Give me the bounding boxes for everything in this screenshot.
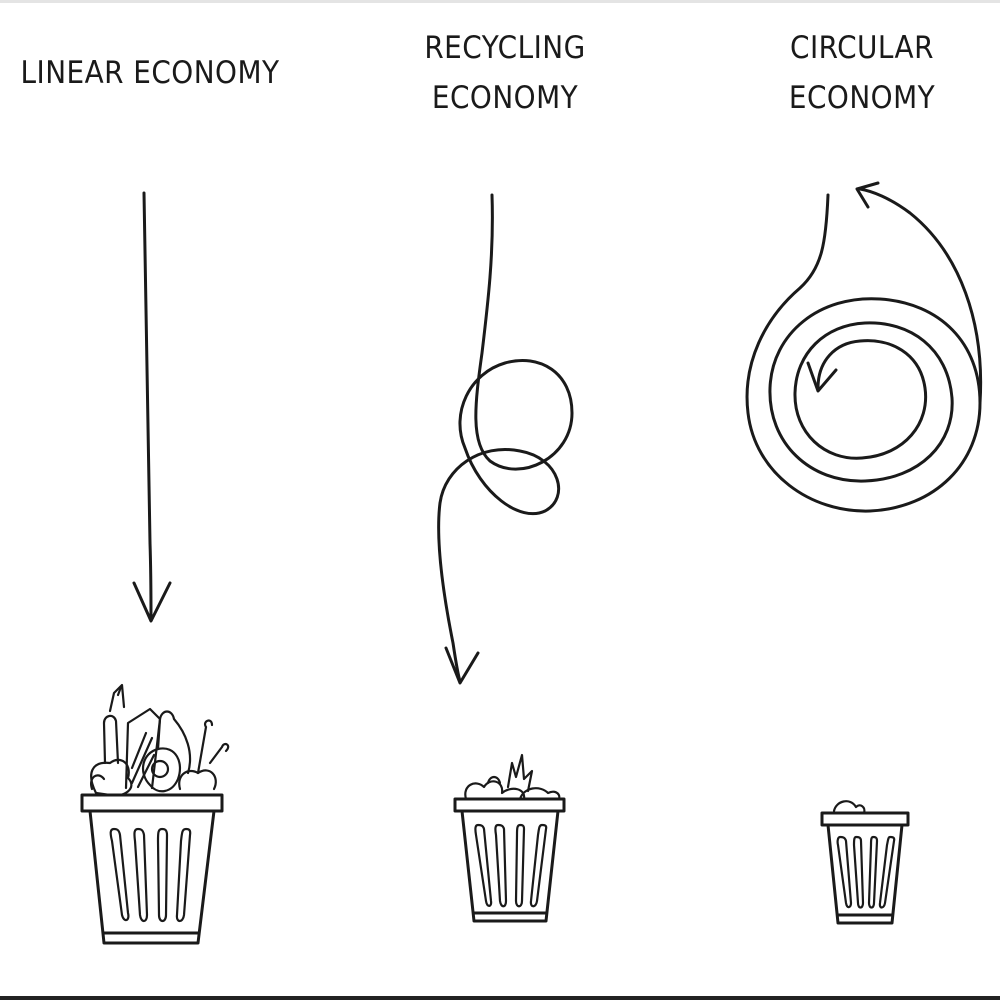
recycling-flow-arrow <box>437 193 574 685</box>
title-recycling-economy: RECYCLING ECONOMY <box>370 23 640 123</box>
recycling-trash-pile <box>464 753 561 803</box>
circular-trash-scrap <box>832 800 866 815</box>
linear-flow-arrow <box>132 191 172 623</box>
circular-flow-spiral-arrow <box>745 181 983 513</box>
title-circular-line-2: ECONOMY <box>788 80 936 116</box>
diagram-canvas <box>80 181 983 945</box>
title-recycling-line-2: ECONOMY <box>431 80 579 116</box>
linear-trash-pile <box>90 683 230 797</box>
title-recycling-line-1: RECYCLING <box>424 30 586 66</box>
title-circular-economy: CIRCULAR ECONOMY <box>727 23 997 123</box>
title-circular-line-1: CIRCULAR <box>790 30 934 66</box>
circular-trash-bin-nearly-empty <box>820 800 910 925</box>
linear-trash-bin-full <box>80 683 230 945</box>
title-linear-line-1: LINEAR ECONOMY <box>20 55 280 91</box>
recycling-trash-bin-partial <box>453 753 566 923</box>
title-linear-economy: LINEAR ECONOMY <box>15 48 285 98</box>
